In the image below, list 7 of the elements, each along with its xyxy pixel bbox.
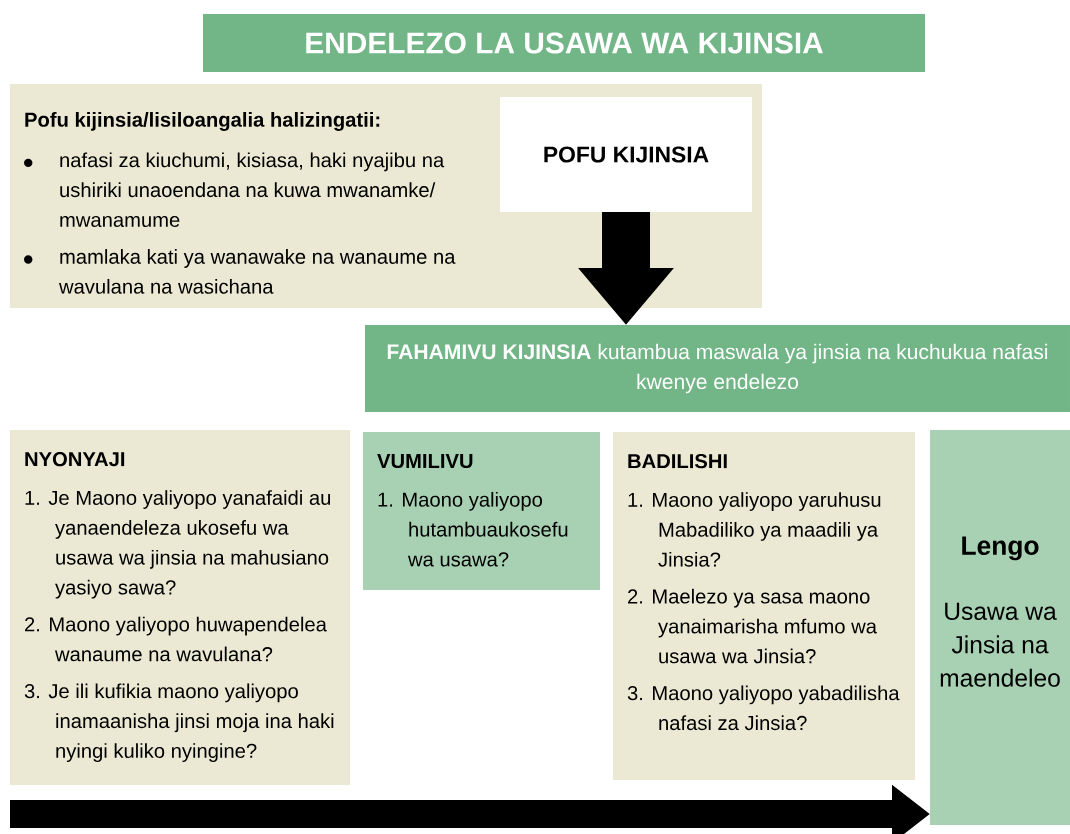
- stage-band: FAHAMIVU KIJINSIA kutambua maswala ya jinsia na kuchukua nafasi kwenye endelezo: [365, 325, 1070, 412]
- stage-panel: VUMILIVU 1. Maono yaliyopo hutambuaukosefu wa usawa?: [363, 432, 600, 590]
- stage-panel: BADILISHI 1. Maono yaliyopo yaruhusu Mabadiliko ya maadili ya Jinsia? 2. Maelezo ya sasa maono yanaimarisha mfumo wa usawa wa Jinsia? 3. Maono yaliyopo yabadilisha nafasi za Jinsia?: [613, 432, 915, 780]
- stage-panel: NYONYAJI 1. Je Maono yaliyopo yanafaidi au yanaendeleza ukosefu wa usawa wa jinsia na mahusiano yasiyo sawa? 2. Maono yaliyopo huwapendelea wanaume na wavulana? 3. Je ili kufikia maono yaliyopo inamaanisha jinsi moja ina haki nyingi kuliko nyingine?: [10, 430, 350, 785]
- goal-panel: Lengo Usawa wa Jinsia na maendeleo: [930, 430, 1070, 825]
- title-band: ENDELEZO LA USAWA WA KIJINSIA: [203, 14, 925, 72]
- stage-box: POFU KIJINSIA: [500, 97, 752, 212]
